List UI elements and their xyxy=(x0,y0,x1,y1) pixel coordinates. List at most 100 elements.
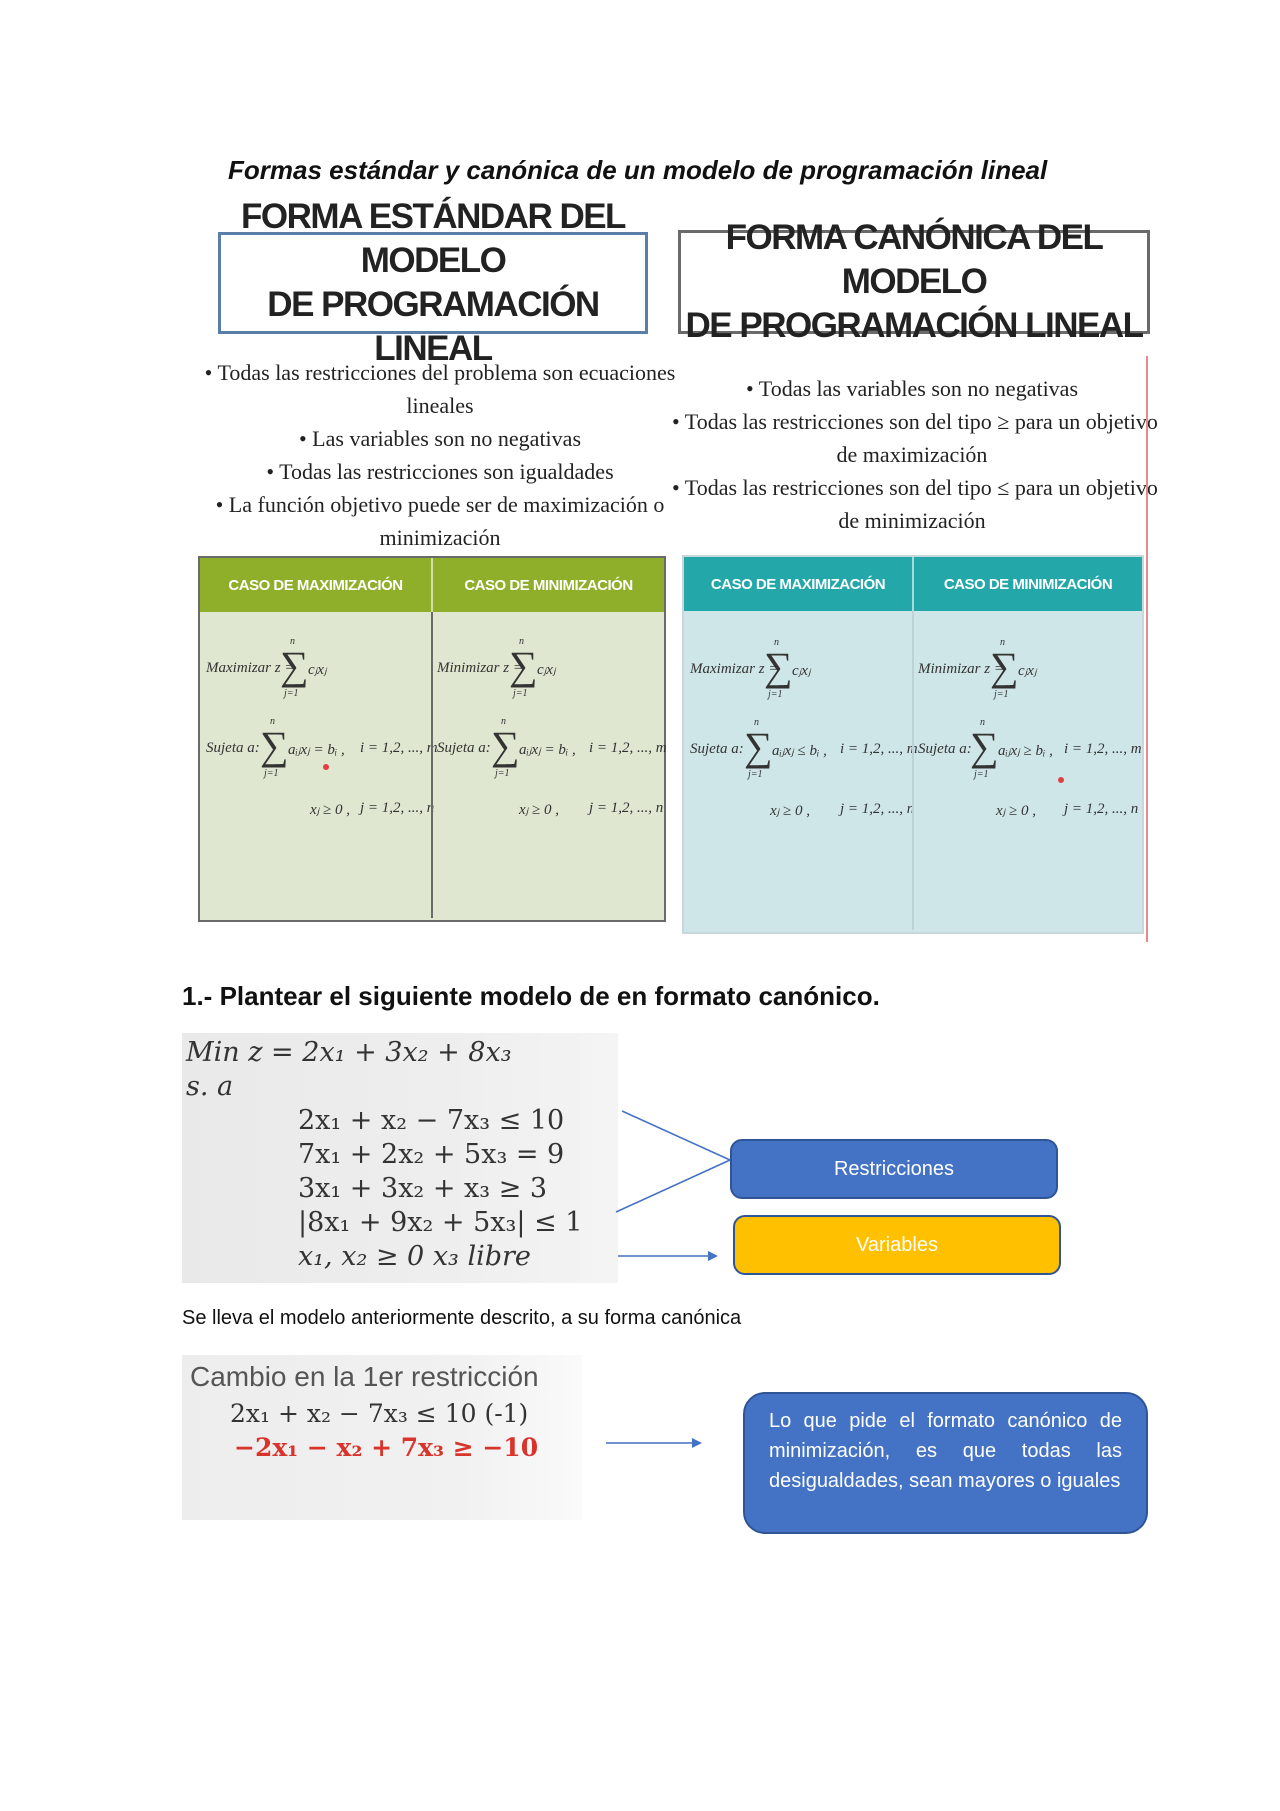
index-j-range: j = 1,2, ..., n xyxy=(840,801,915,817)
list-item: • Todas las restricciones son del tipo ≥… xyxy=(672,409,1158,434)
list-item: • Las variables son no negativas xyxy=(298,426,581,451)
sum-upper: n xyxy=(754,717,759,728)
maximization-case-cell: Maximizar z = n ∑ j=1 cⱼxⱼ Sujeta a: n ∑… xyxy=(200,612,438,918)
maximization-case-cell: Maximizar z = n ∑ j=1 cⱼxⱼ Sujeta a: n ∑… xyxy=(684,611,918,930)
sum-upper: n xyxy=(774,637,779,648)
sum-upper: n xyxy=(270,716,275,727)
index-i-range: i = 1,2, ..., m xyxy=(1064,741,1142,757)
sigma-symbol: ∑ xyxy=(280,643,309,688)
constraint-4: |8x₁ + 9x₂ + 5x₃| ≤ 1 xyxy=(298,1207,583,1238)
constraint-expression: aᵢⱼxⱼ ≥ bᵢ , xyxy=(998,743,1053,759)
standard-form-table: CASO DE MAXIMIZACIÓN CASO DE MINIMIZACIÓ… xyxy=(198,556,667,922)
canonical-note-box: Lo que pide el formato canónico de minim… xyxy=(743,1392,1148,1534)
document-title: Formas estándar y canónica de un modelo … xyxy=(228,155,1048,185)
index-i-range: i = 1,2, ..., m xyxy=(360,740,438,756)
constraint-expression: aᵢⱼxⱼ = bᵢ , xyxy=(288,742,345,758)
question-title: 1.- Plantear el siguiente modelo de en f… xyxy=(182,981,880,1011)
objective-term: cⱼxⱼ xyxy=(308,662,327,678)
index-i-range: i = 1,2, ..., m xyxy=(840,741,918,757)
nonnegativity: xⱼ ≥ 0 , xyxy=(770,803,811,819)
arrow-head xyxy=(708,1251,718,1261)
list-item: lineales xyxy=(406,393,474,418)
canonical-bullet-list: • Todas las variables son no negativas •… xyxy=(672,372,1158,537)
list-item: de maximización xyxy=(836,442,988,467)
nonnegativity: xⱼ ≥ 0 , xyxy=(996,803,1037,819)
sum-lower: j=1 xyxy=(974,769,989,780)
list-item: • Todas las restricciones del problema s… xyxy=(204,360,676,385)
subject-to-label: s. a xyxy=(186,1071,234,1102)
sum-upper: n xyxy=(519,636,524,647)
canonical-form-heading: FORMA CANÓNICA DEL MODELO DE PROGRAMACIÓ… xyxy=(678,218,1150,345)
list-item: minimización xyxy=(379,525,501,550)
objective-function: Min z = 2x₁ + 3x₂ + 8x₃ xyxy=(186,1037,512,1068)
canonical-form-table: CASO DE MAXIMIZACIÓN CASO DE MINIMIZACIÓ… xyxy=(682,555,1144,934)
constraint-2: 7x₁ + 2x₂ + 5x₃ = 9 xyxy=(298,1139,565,1170)
red-dot xyxy=(1058,777,1064,783)
table-body: Maximizar z = n ∑ j=1 cⱼxⱼ Sujeta a: n ∑… xyxy=(684,611,1142,930)
standard-form-heading: FORMA ESTÁNDAR DEL MODELO DE PROGRAMACIÓ… xyxy=(218,197,648,368)
sum-lower: j=1 xyxy=(748,769,763,780)
sigma-symbol: ∑ xyxy=(970,724,999,769)
column-header-maximization: CASO DE MAXIMIZACIÓN xyxy=(710,575,886,593)
index-j-range: j = 1,2, ..., n xyxy=(360,800,435,816)
minimization-case-cell: Minimizar z = n ∑ j=1 cⱼxⱼ Sujeta a: n ∑… xyxy=(431,612,667,918)
canonical-heading-line1: FORMA CANÓNICA DEL MODELO xyxy=(725,218,1104,301)
constraint-1: 2x₁ + x₂ − 7x₃ ≤ 10 xyxy=(298,1105,565,1136)
restrictions-label: Restricciones xyxy=(730,1139,1058,1199)
red-dot xyxy=(323,764,329,770)
constraint-3: 3x₁ + 3x₂ + x₃ ≥ 3 xyxy=(298,1173,548,1204)
change-title: Cambio en la 1er restricción xyxy=(190,1361,539,1392)
column-header-maximization: CASO DE MAXIMIZACIÓN xyxy=(228,576,403,594)
nonnegativity: xⱼ ≥ 0 , xyxy=(519,802,560,818)
subject-label: Sujeta a: xyxy=(690,741,744,757)
sigma-symbol: ∑ xyxy=(260,723,289,768)
sum-lower: j=1 xyxy=(495,768,510,779)
sum-lower: j=1 xyxy=(994,689,1009,700)
list-item: • Todas las restricciones son igualdades xyxy=(266,459,614,484)
standard-bullet-list: • Todas las restricciones del problema s… xyxy=(200,356,680,554)
minimization-case-cell: Minimizar z = n ∑ j=1 cⱼxⱼ Sujeta a: n ∑… xyxy=(912,611,1142,930)
subject-label: Sujeta a: xyxy=(206,740,260,756)
sigma-symbol: ∑ xyxy=(509,643,538,688)
table-header: CASO DE MAXIMIZACIÓN CASO DE MINIMIZACIÓ… xyxy=(684,557,1142,611)
objective-term: cⱼxⱼ xyxy=(537,662,556,678)
variable-conditions: x₁, x₂ ≥ 0 x₃ libre xyxy=(298,1241,531,1272)
sum-lower: j=1 xyxy=(513,688,528,699)
subject-label: Sujeta a: xyxy=(918,741,972,757)
objective-label: Maximizar z = xyxy=(690,661,779,677)
sigma-symbol: ∑ xyxy=(491,723,520,768)
constraint-change-image: Cambio en la 1er restricción 2x₁ + x₂ − … xyxy=(182,1355,582,1520)
list-item: • Todas las variables son no negativas xyxy=(745,376,1079,401)
table-body: Maximizar z = n ∑ j=1 cⱼxⱼ Sujeta a: n ∑… xyxy=(200,612,667,918)
index-j-range: j = 1,2, ..., n xyxy=(1064,801,1139,817)
objective-term: cⱼxⱼ xyxy=(1018,663,1037,679)
sum-upper: n xyxy=(290,636,295,647)
connector-line xyxy=(615,1159,731,1213)
sum-lower: j=1 xyxy=(264,768,279,779)
column-header-minimization: CASO DE MINIMIZACIÓN xyxy=(431,558,664,612)
objective-label: Maximizar z = xyxy=(206,660,295,676)
index-i-range: i = 1,2, ..., m xyxy=(589,740,667,756)
standard-heading-line2: DE PROGRAMACIÓN LINEAL xyxy=(267,285,600,368)
transformed-constraint: −2x₁ − x₂ + 7x₃ ≥ −10 xyxy=(234,1433,539,1462)
nonnegativity: xⱼ ≥ 0 , xyxy=(310,802,351,818)
constraint-expression: aᵢⱼxⱼ = bᵢ , xyxy=(519,742,576,758)
sum-upper: n xyxy=(501,716,506,727)
model-equations-image: Min z = 2x₁ + 3x₂ + 8x₃ s. a 2x₁ + x₂ − … xyxy=(182,1033,618,1283)
list-item: de minimización xyxy=(838,508,986,533)
sigma-symbol: ∑ xyxy=(990,644,1019,689)
description-paragraph: Se lleva el modelo anteriormente descrit… xyxy=(182,1307,742,1329)
margin-line xyxy=(1146,356,1148,942)
canonical-heading-line2: DE PROGRAMACIÓN LINEAL xyxy=(685,306,1145,345)
standard-heading-line1: FORMA ESTÁNDAR DEL MODELO xyxy=(241,197,626,280)
objective-label: Minimizar z = xyxy=(918,661,1004,677)
table-header: CASO DE MAXIMIZACIÓN CASO DE MINIMIZACIÓ… xyxy=(200,558,664,612)
sum-lower: j=1 xyxy=(768,689,783,700)
constraint-expression: aᵢⱼxⱼ ≤ bᵢ , xyxy=(772,743,827,759)
original-constraint: 2x₁ + x₂ − 7x₃ ≤ 10 (-1) xyxy=(230,1399,529,1428)
list-item: • La función objetivo puede ser de maxim… xyxy=(215,492,665,517)
sigma-symbol: ∑ xyxy=(764,644,793,689)
objective-term: cⱼxⱼ xyxy=(792,663,811,679)
index-j-range: j = 1,2, ..., n xyxy=(589,800,664,816)
